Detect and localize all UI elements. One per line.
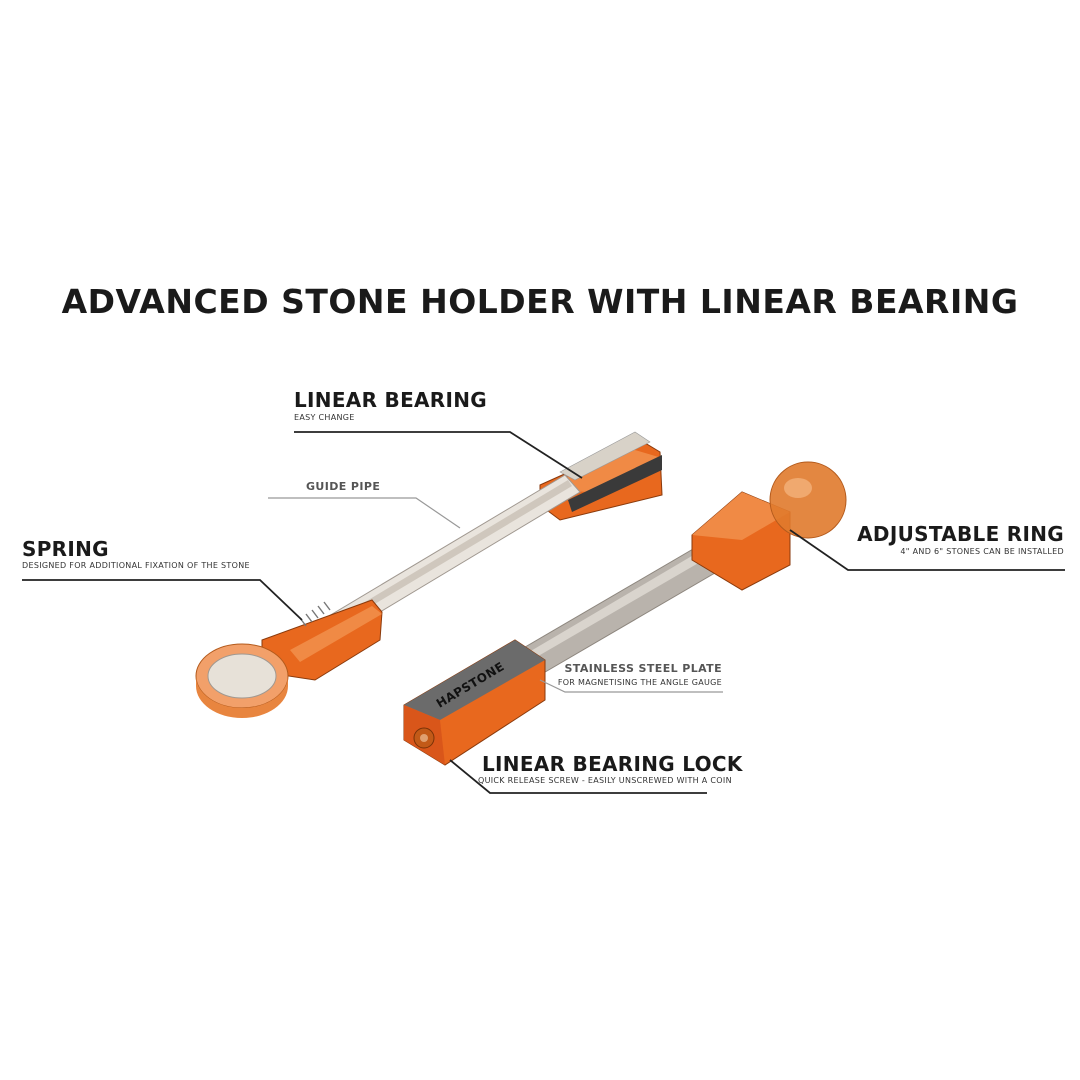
leader-lines [22,431,1065,794]
right-holder [403,461,847,766]
guide-pipe-label: GUIDE PIPE [306,480,381,493]
page-title: ADVANCED STONE HOLDER WITH LINEAR BEARIN… [61,282,1019,321]
linear-bearing-sub: EASY CHANGE [294,413,355,422]
adjustable-ring-sub: 4" AND 6" STONES CAN BE INSTALLED [900,547,1064,556]
bearing-lock-label: LINEAR BEARING LOCK [482,752,743,776]
spring-label: SPRING [22,537,109,561]
bearing-lock-sub: QUICK RELEASE SCREW - EASILY UNSCREWED W… [478,776,732,785]
stainless-plate-sub: FOR MAGNETISING THE ANGLE GAUGE [557,678,722,687]
stainless-plate-label: STAINLESS STEEL PLATE [564,662,722,675]
adjustable-ring-label: ADJUSTABLE RING [857,522,1064,546]
left-holder [195,431,663,718]
spring-sub: DESIGNED FOR ADDITIONAL FIXATION OF THE … [22,561,250,570]
linear-bearing-label: LINEAR BEARING [294,388,488,412]
